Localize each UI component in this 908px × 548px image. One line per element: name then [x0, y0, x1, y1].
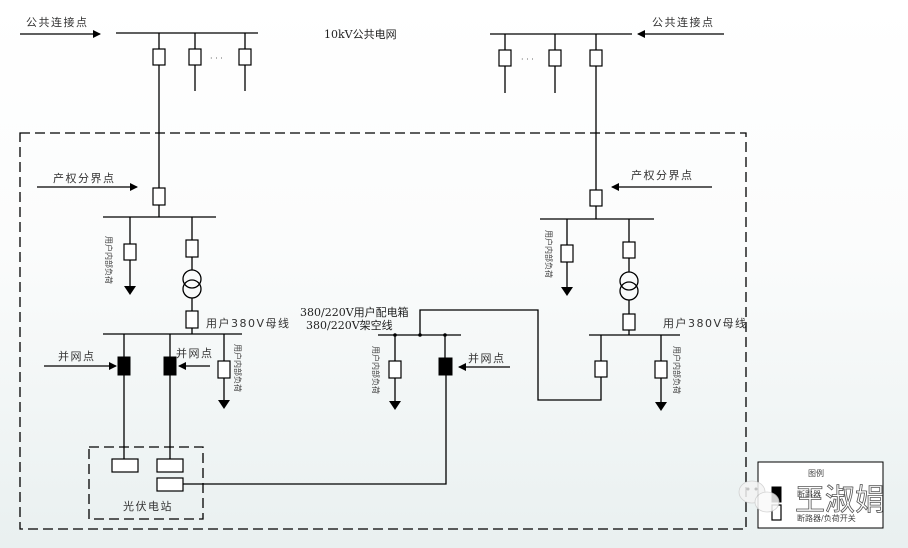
user-boundary: [19, 132, 747, 530]
pv-station-label: 光伏电站: [123, 499, 173, 513]
pcc-left-label: 公共连接点: [26, 16, 89, 29]
internal-load-label: 用户内部负荷: [544, 230, 554, 278]
load-arrow-icon: [124, 286, 136, 295]
watermark: 王淑娟: [738, 480, 885, 518]
user-bus-right-label: 用户380V母线: [663, 316, 748, 330]
grid-point-3-label: 并网点: [468, 351, 506, 365]
switch: [589, 49, 603, 67]
pv-station-boundary: [88, 446, 204, 520]
switch: [123, 243, 137, 261]
distribution-feeder-line: [419, 309, 602, 401]
breaker-icon: [438, 357, 453, 376]
switch: [217, 360, 231, 379]
grid-bus-right: [490, 33, 632, 190]
breaker-icon: [163, 356, 177, 376]
switch: [654, 360, 668, 379]
switch: [589, 189, 603, 207]
watermark-text: 王淑娟: [795, 483, 885, 518]
switch: [152, 187, 166, 206]
switch: [622, 241, 636, 259]
switch: [498, 49, 512, 67]
distribution-box-label: 380/220V用户配电箱: [300, 305, 409, 319]
switch: [594, 360, 608, 378]
switch: [548, 49, 562, 67]
grid-10kv-label: 10kV公共电网: [324, 28, 397, 41]
internal-load-label: 用户内部负荷: [104, 236, 114, 284]
user-bus-left-label: 用户380V母线: [206, 316, 291, 330]
load-arrow-icon: [389, 401, 401, 410]
legend-item-switch: 断路器/负荷开关: [797, 513, 856, 523]
legend: 图例 断路器 断路器/负荷开关: [757, 461, 884, 529]
property-boundary-right-label: 产权分界点: [631, 168, 694, 182]
switch: [238, 48, 252, 66]
switch: [188, 48, 202, 66]
switch: [185, 310, 199, 329]
pcc-right-label: 公共连接点: [652, 16, 715, 29]
pv-inverter: [111, 458, 139, 473]
legend-item-breaker: 断路器: [797, 489, 821, 499]
switch: [152, 48, 166, 66]
pv-feeder-line: [183, 375, 447, 485]
load-arrow-icon: [218, 400, 230, 409]
ellipsis-left: · · ·: [210, 54, 223, 63]
grid-point-2-label: 并网点: [176, 346, 214, 360]
switch: [560, 244, 574, 263]
wechat-icon: [738, 480, 780, 513]
switch: [388, 360, 402, 379]
property-boundary-left-label: 产权分界点: [53, 171, 116, 185]
pv-inverter: [156, 477, 184, 492]
switch: [185, 239, 199, 258]
grid-bus-left: [116, 32, 258, 188]
pv-inverter: [156, 458, 184, 473]
internal-load-label: 用户内部负荷: [233, 344, 243, 392]
ellipsis-right: · · ·: [521, 55, 534, 64]
internal-load-label: 用户内部负荷: [672, 346, 682, 394]
legend-title: 图例: [808, 468, 824, 478]
load-arrow-icon: [561, 287, 573, 296]
overhead-line-label: 380/220V架空线: [306, 318, 393, 332]
switch: [622, 313, 636, 331]
grid-point-1-label: 并网点: [58, 349, 96, 363]
transformer-icon: [619, 271, 639, 301]
internal-load-label: 用户内部负荷: [371, 346, 381, 394]
load-arrow-icon: [655, 402, 667, 411]
breaker-icon: [117, 356, 131, 376]
transformer-icon: [182, 269, 202, 299]
